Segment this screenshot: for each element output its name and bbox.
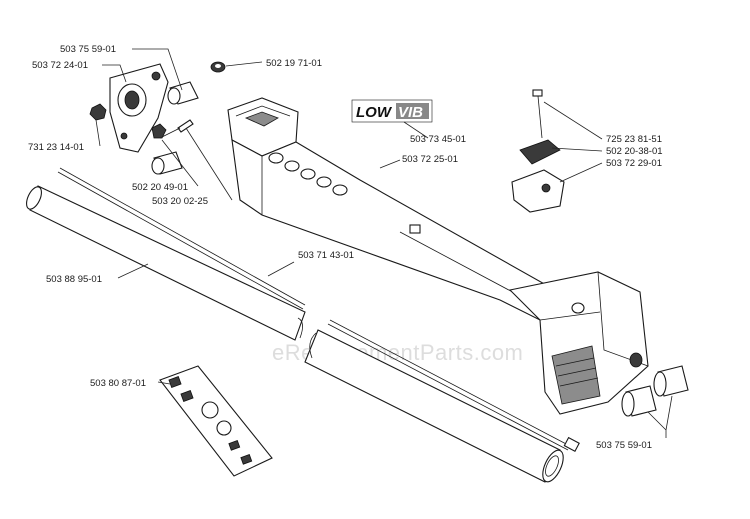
bracket-assembly xyxy=(89,63,199,175)
warning-decal xyxy=(159,365,273,477)
part-label-503-20-02-25: 503 20 02-25 xyxy=(152,196,208,207)
shaft-housing xyxy=(227,97,549,321)
part-label-503-72-29-01: 503 72 29-01 xyxy=(606,158,662,169)
part-labels: 503 75 59-01 503 72 24-01 731 23 14-01 5… xyxy=(28,44,663,451)
logo-text-low: LOW xyxy=(356,104,393,121)
drive-shaft xyxy=(57,167,580,452)
tube-lower xyxy=(304,329,564,483)
leader-lines xyxy=(95,48,673,438)
part-label-503-75-59-01-bottom: 503 75 59-01 xyxy=(596,440,652,451)
part-label-503-72-24-01: 503 72 24-01 xyxy=(32,60,88,71)
part-label-503-73-45-01: 503 73 45-01 xyxy=(410,134,466,145)
part-label-503-88-95-01: 503 88 95-01 xyxy=(46,274,102,285)
gear-head-housing xyxy=(508,271,649,415)
tube-upper xyxy=(26,185,306,341)
top-nut xyxy=(210,61,226,73)
part-label-503-75-59-01-top: 503 75 59-01 xyxy=(60,44,116,55)
part-label-725-23-81-51: 725 23 81-51 xyxy=(606,134,662,145)
part-label-502-19-71-01: 502 19 71-01 xyxy=(266,58,322,69)
part-label-503-80-87-01: 503 80 87-01 xyxy=(90,378,146,389)
clamp-assembly xyxy=(511,89,565,213)
lower-caps xyxy=(621,365,689,417)
lowvib-decal: LOW VIB xyxy=(351,99,433,123)
part-label-503-72-25-01: 503 72 25-01 xyxy=(402,154,458,165)
logo-text-vib: VIB xyxy=(398,104,423,121)
part-label-502-20-38-01: 502 20-38-01 xyxy=(606,146,663,157)
part-label-502-20-49-01: 502 20 49-01 xyxy=(132,182,188,193)
part-label-731-23-14-01: 731 23 14-01 xyxy=(28,142,84,153)
part-label-503-71-43-01: 503 71 43-01 xyxy=(298,250,354,261)
